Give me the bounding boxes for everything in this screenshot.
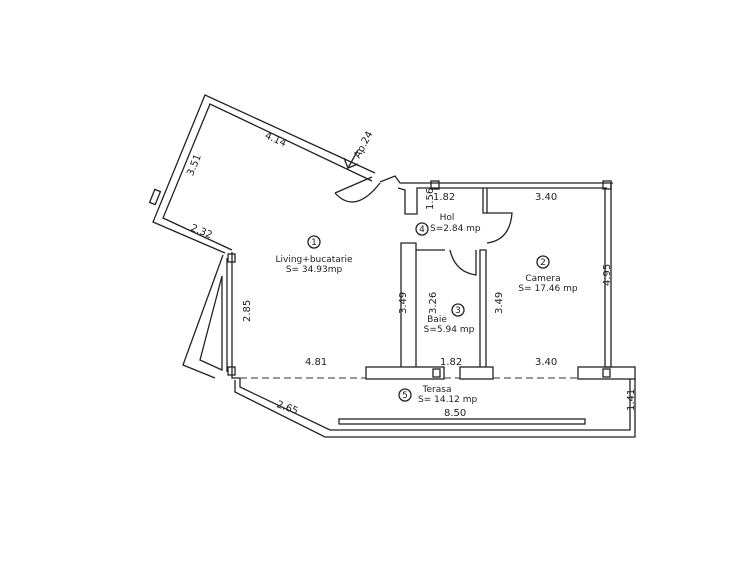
window-mark (227, 253, 236, 263)
room-number-circle (415, 222, 429, 236)
dim-living-top: 4.14 (263, 130, 288, 149)
room-number-circle (536, 255, 550, 269)
wall-bump (148, 188, 162, 206)
baie-left-wall (400, 242, 445, 367)
dim-living-side: 2.85 (242, 300, 253, 322)
room-1-number: 1 (311, 238, 317, 248)
hol-camera-wall (482, 188, 488, 214)
dim-baie-bottom: 1.82 (440, 357, 462, 368)
dim-hol-top: 1.82 (433, 192, 455, 203)
room-4-area: S=2.84 mp (430, 224, 481, 234)
room-3-number: 3 (455, 306, 461, 316)
entrance-label: Ap.24 (352, 130, 375, 161)
window-mark (432, 368, 441, 378)
wall-block (459, 366, 494, 380)
room-4-name: Hol (440, 213, 455, 223)
dim-camera-top: 3.40 (535, 192, 557, 203)
dim-terasa-left: 2.65 (275, 399, 300, 417)
dim-baie-left-outer: 3.49 (398, 292, 409, 314)
terrace-outer-edge (234, 379, 636, 438)
entrance-door-leaf (334, 176, 373, 194)
window-mark (227, 366, 236, 376)
room-5-area: S= 14.12 mp (418, 395, 478, 405)
dim-living-bottom: 4.81 (305, 357, 327, 368)
dim-baie-left-inner: 3.26 (428, 292, 439, 314)
terrace-outer (239, 378, 631, 431)
dim-baie-right: 3.49 (494, 292, 505, 314)
room-3-area: S=5.94 mp (424, 325, 475, 335)
hol-top-wall (379, 175, 613, 184)
room-number-circle (451, 303, 465, 317)
camera-door-swing (486, 212, 513, 244)
room-2-number: 2 (540, 258, 546, 268)
terrace-planter (338, 418, 586, 425)
dim-terasa-right: 1.41 (626, 389, 637, 411)
living-side-wall (231, 252, 240, 379)
wall-block (577, 366, 636, 380)
entrance-door-swing (334, 182, 381, 203)
hol-top-wall-inner (397, 187, 607, 215)
room-5-name: Terasa (422, 385, 452, 395)
dim-camera-bottom: 3.40 (535, 357, 557, 368)
entrance-arrow (343, 149, 359, 170)
room-number-circle (398, 388, 412, 402)
room-3-name: Baie (427, 315, 447, 325)
dim-hol-side: 1.56 (425, 188, 436, 210)
dim-terasa-length: 8.50 (444, 408, 466, 419)
room-number-circle (307, 235, 321, 249)
wall-block (365, 366, 445, 380)
room-2-area: S= 17.46 mp (518, 284, 578, 294)
left-triangle-wall (182, 254, 224, 379)
baie-door-swing (449, 249, 477, 276)
room-1-name: Living+bucatarie (276, 255, 353, 265)
room-1-area: S= 34.93mp (286, 265, 343, 275)
room-4-number: 4 (419, 225, 425, 235)
window-mark (602, 368, 611, 378)
left-triangle-inner (199, 275, 223, 372)
baie-right-wall (479, 249, 487, 367)
room-5-number: 5 (402, 391, 408, 401)
living-top-wall-inner (162, 103, 373, 251)
window-mark (430, 180, 440, 190)
living-top-wall (152, 94, 376, 254)
dim-camera-right: 4.95 (602, 264, 613, 286)
room-2-name: Camera (525, 274, 560, 284)
